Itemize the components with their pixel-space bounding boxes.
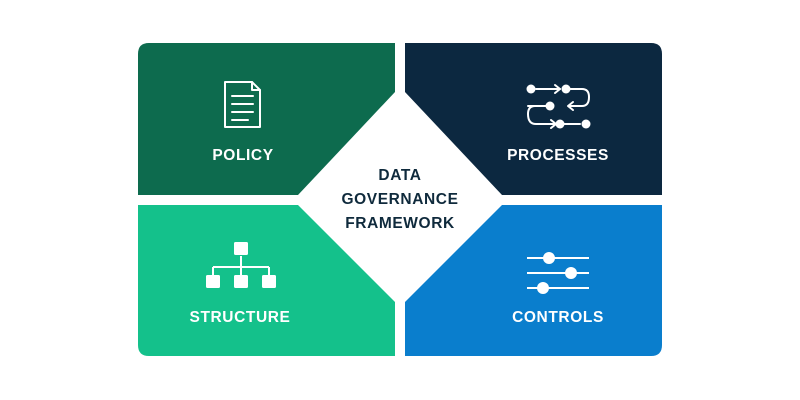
controls-label: CONTROLS: [512, 309, 604, 326]
processes-label: PROCESSES: [507, 147, 609, 164]
center-title-line-2: GOVERNANCE: [341, 191, 458, 208]
policy-quadrant: [138, 43, 395, 195]
process-flow-icon: [526, 84, 591, 129]
structure-label: STRUCTURE: [190, 309, 291, 326]
controls-quadrant: [405, 205, 662, 356]
processes-quadrant: [405, 43, 662, 195]
document-icon: [224, 81, 261, 128]
policy-label: POLICY: [212, 147, 273, 164]
center-title-line-3: FRAMEWORK: [345, 215, 455, 232]
center-title-line-1: DATA: [378, 167, 421, 184]
org-chart-icon: [206, 242, 276, 288]
sliders-icon: [527, 252, 589, 294]
